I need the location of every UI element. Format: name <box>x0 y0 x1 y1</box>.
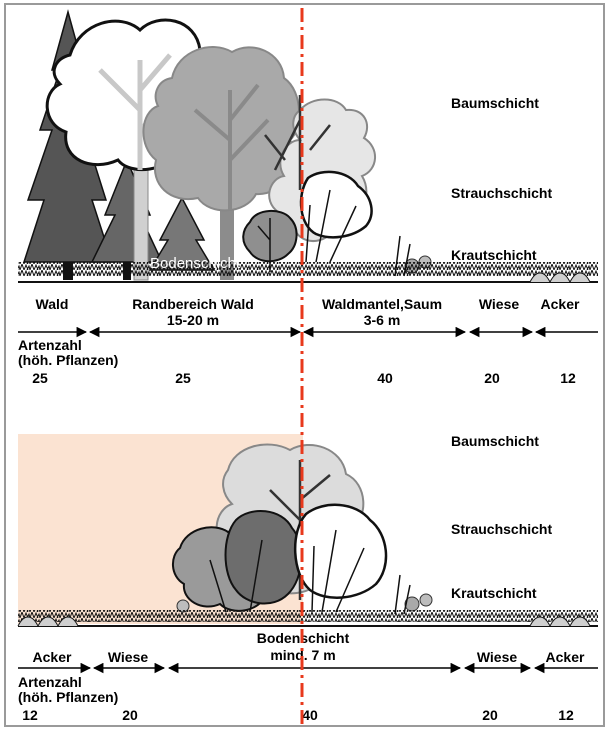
species-count-center-bottom: 40 <box>302 707 318 723</box>
label-krautschicht-bottom: Krautschicht <box>451 585 537 601</box>
species-count-wiese-left: 20 <box>122 707 138 723</box>
species-count-acker-top: 12 <box>560 370 576 386</box>
zone-width-randbereich: 15-20 m <box>167 312 219 328</box>
bottom-scene: Baumschicht Strauchschicht Krautschicht … <box>18 433 598 723</box>
species-count-waldmantel: 40 <box>377 370 393 386</box>
field-ridges-top <box>530 273 590 282</box>
grass-strip-bottom <box>18 610 598 622</box>
label-bodenschicht-top: Bodenschicht <box>150 255 241 272</box>
species-label-top-2: (höh. Pflanzen) <box>18 352 118 368</box>
label-baumschicht-top: Baumschicht <box>451 95 539 111</box>
species-count-wald: 25 <box>32 370 48 386</box>
zone-name-wiese-left: Wiese <box>108 649 149 665</box>
field-ridges-bottom-right <box>530 617 590 626</box>
label-strauchschicht-bottom: Strauchschicht <box>451 521 552 537</box>
label-krautschicht-top: Krautschicht <box>451 247 537 263</box>
zone-name-wald: Wald <box>36 296 69 312</box>
top-scene: Baumschicht Strauchschicht Krautschicht … <box>18 12 598 386</box>
zone-name-acker-left: Acker <box>33 649 72 665</box>
zone-name-wiese-top: Wiese <box>479 296 520 312</box>
species-count-randbereich: 25 <box>175 370 191 386</box>
species-label-bottom-1: Artenzahl <box>18 674 82 690</box>
grass-strip-top <box>18 262 598 276</box>
label-strauchschicht-top: Strauchschicht <box>451 185 552 201</box>
species-label-top-1: Artenzahl <box>18 337 82 353</box>
zone-name-acker-top: Acker <box>541 296 580 312</box>
zone-name-waldmantel: Waldmantel,Saum <box>322 296 442 312</box>
species-count-acker-right: 12 <box>558 707 574 723</box>
zone-name-wiese-right: Wiese <box>477 649 518 665</box>
zone-width-waldmantel: 3-6 m <box>364 312 401 328</box>
species-label-bottom-2: (höh. Pflanzen) <box>18 689 118 705</box>
zone-name-acker-right: Acker <box>546 649 585 665</box>
species-count-wiese-top: 20 <box>484 370 500 386</box>
species-count-acker-left: 12 <box>22 707 38 723</box>
label-baumschicht-bottom: Baumschicht <box>451 433 539 449</box>
species-count-wiese-right: 20 <box>482 707 498 723</box>
zone-name-randbereich: Randbereich Wald <box>132 296 254 312</box>
field-ridges-bottom-left <box>18 617 78 626</box>
white-shrub-bottom <box>295 505 386 612</box>
